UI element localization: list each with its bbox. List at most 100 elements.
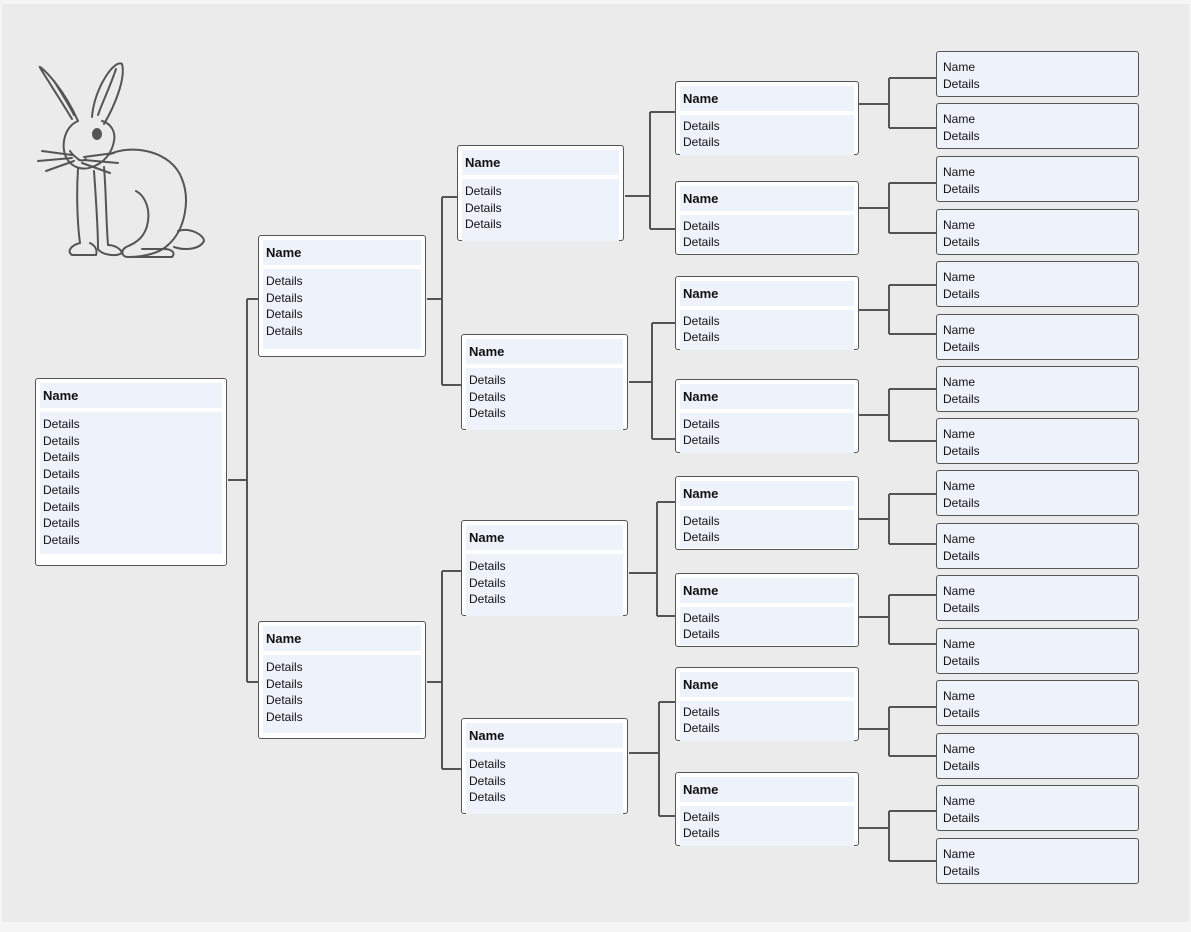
person-name: Name	[943, 60, 976, 74]
person-name: Name	[680, 186, 854, 211]
person-details: Details Details Details Details Details …	[40, 412, 222, 554]
detail-line: Details	[43, 483, 80, 497]
person-details: Details	[943, 810, 980, 825]
person-name: Name	[680, 281, 854, 306]
detail-line: Details	[683, 720, 720, 735]
ancestor-card-9[interactable]: Name Details	[936, 470, 1139, 516]
detail-line: Details	[469, 790, 506, 804]
detail-line: Details	[43, 466, 80, 481]
person-name: Name	[943, 689, 976, 703]
detail-line: Details	[683, 529, 720, 544]
ancestor-card-6[interactable]: Name Details	[936, 314, 1139, 360]
person-details: Details	[943, 653, 980, 668]
root-person-card[interactable]: Name Details Details Details Details Det…	[35, 378, 227, 566]
ancestor-card-10[interactable]: Name Details	[936, 523, 1139, 569]
ancestor-card-3[interactable]: Name Details	[936, 156, 1139, 202]
person-name: Name	[943, 218, 976, 232]
great-grandparent-card-5[interactable]: Name Details Details	[675, 476, 859, 550]
ancestor-card-14[interactable]: Name Details	[936, 733, 1139, 779]
person-name: Name	[263, 626, 421, 651]
person-name: Name	[462, 150, 619, 175]
grandparent-card-2[interactable]: Name Details Details Details	[461, 334, 628, 430]
person-name: Name	[943, 584, 976, 598]
person-name: Name	[943, 112, 976, 126]
ancestor-card-5[interactable]: Name Details	[936, 261, 1139, 307]
person-name: Name	[680, 672, 854, 697]
detail-line: Details	[683, 432, 720, 447]
detail-line: Details	[43, 532, 80, 547]
detail-line: Details	[683, 329, 720, 344]
ancestor-card-4[interactable]: Name Details	[936, 209, 1139, 255]
person-details: Details	[943, 76, 980, 91]
ancestor-card-12[interactable]: Name Details	[936, 628, 1139, 674]
grandparent-card-3[interactable]: Name Details Details Details	[461, 520, 628, 616]
detail-line: Details	[266, 323, 303, 338]
detail-line: Details	[266, 676, 303, 691]
detail-line: Details	[43, 516, 80, 530]
person-details: Details Details Details Details	[263, 655, 421, 733]
person-name: Name	[943, 165, 976, 179]
detail-line: Details	[266, 660, 303, 674]
ancestor-card-11[interactable]: Name Details	[936, 575, 1139, 621]
ancestor-card-8[interactable]: Name Details	[936, 418, 1139, 464]
parent-card-1[interactable]: Name Details Details Details Details	[258, 235, 426, 357]
detail-line: Details	[266, 693, 303, 707]
detail-line: Details	[43, 417, 80, 431]
person-name: Name	[943, 532, 976, 546]
detail-line: Details	[469, 592, 506, 606]
ancestor-card-1[interactable]: Name Details	[936, 51, 1139, 97]
detail-line: Details	[266, 307, 303, 321]
ancestor-card-2[interactable]: Name Details	[936, 103, 1139, 149]
detail-line: Details	[465, 217, 502, 231]
detail-line: Details	[683, 219, 720, 233]
detail-line: Details	[43, 450, 80, 464]
pedigree-chart-page: Name Details Details Details Details Det…	[2, 4, 1189, 922]
rabbit-illustration	[37, 62, 205, 258]
person-details: Details Details	[680, 607, 854, 645]
grandparent-card-1[interactable]: Name Details Details Details	[457, 145, 624, 241]
person-details: Details	[943, 705, 980, 720]
person-name: Name	[943, 794, 976, 808]
detail-line: Details	[683, 417, 720, 431]
great-grandparent-card-8[interactable]: Name Details Details	[675, 772, 859, 846]
parent-card-2[interactable]: Name Details Details Details Details	[258, 621, 426, 739]
person-details: Details Details	[680, 115, 854, 155]
detail-line: Details	[469, 575, 506, 590]
person-details: Details	[943, 339, 980, 354]
great-grandparent-card-7[interactable]: Name Details Details	[675, 667, 859, 741]
great-grandparent-card-3[interactable]: Name Details Details	[675, 276, 859, 350]
great-grandparent-card-6[interactable]: Name Details Details	[675, 573, 859, 647]
great-grandparent-card-1[interactable]: Name Details Details	[675, 81, 859, 155]
grandparent-card-4[interactable]: Name Details Details Details	[461, 718, 628, 814]
person-name: Name	[680, 384, 854, 409]
ancestor-card-7[interactable]: Name Details	[936, 366, 1139, 412]
person-name: Name	[680, 578, 854, 603]
person-name: Name	[680, 481, 854, 506]
detail-line: Details	[683, 626, 720, 641]
ancestor-card-15[interactable]: Name Details	[936, 785, 1139, 831]
detail-line: Details	[43, 499, 80, 514]
detail-line: Details	[43, 433, 80, 448]
detail-line: Details	[465, 200, 502, 215]
detail-line: Details	[465, 184, 502, 198]
detail-line: Details	[683, 119, 720, 133]
person-details: Details	[943, 128, 980, 143]
person-name: Name	[943, 270, 976, 284]
person-details: Details	[943, 600, 980, 615]
detail-line: Details	[469, 757, 506, 771]
detail-line: Details	[683, 611, 720, 625]
great-grandparent-card-2[interactable]: Name Details Details	[675, 181, 859, 255]
detail-line: Details	[469, 559, 506, 573]
person-name: Name	[943, 847, 976, 861]
great-grandparent-card-4[interactable]: Name Details Details	[675, 379, 859, 453]
person-details: Details Details Details	[466, 554, 623, 616]
person-details: Details	[943, 758, 980, 773]
detail-line: Details	[266, 274, 303, 288]
ancestor-card-13[interactable]: Name Details	[936, 680, 1139, 726]
person-name: Name	[680, 86, 854, 111]
ancestor-card-16[interactable]: Name Details	[936, 838, 1139, 884]
detail-line: Details	[469, 406, 506, 420]
detail-line: Details	[683, 134, 720, 149]
person-name: Name	[943, 742, 976, 756]
person-details: Details	[943, 863, 980, 878]
